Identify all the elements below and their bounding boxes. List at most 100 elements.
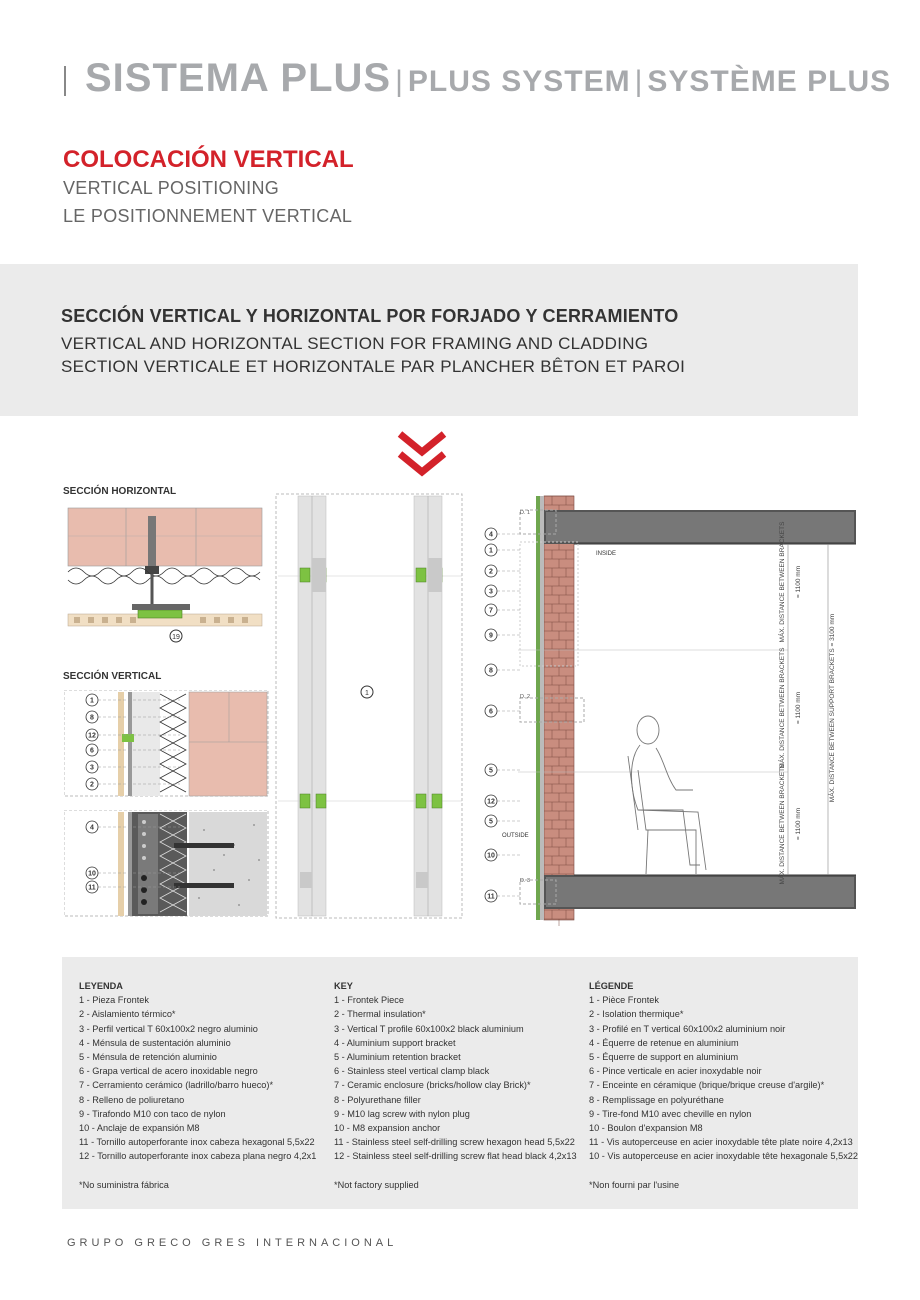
title-es: SISTEMA PLUS [85, 56, 392, 100]
dim-text-2b: = 1100 mm [795, 692, 802, 724]
dim-text-3a: MÁX. DISTANCE BETWEEN BRACKETS [777, 763, 786, 885]
chevron-down-icon [397, 431, 447, 477]
label-horizontal-section: SECCIÓN HORIZONTAL [63, 486, 177, 497]
legend-en-item: 2 - Thermal insulation* [334, 1009, 426, 1020]
legend-es-item: 9 - Tirafondo M10 con taco de nylon [79, 1108, 226, 1119]
callout-right: 5 [489, 768, 493, 775]
callout-right: 4 [489, 532, 493, 539]
callout-right: 3 [489, 589, 493, 596]
legend-es-item: 7 - Cerramiento cerámico (ladrillo/barro… [79, 1080, 274, 1091]
subtitle-fr: LE POSITIONNEMENT VERTICAL [63, 206, 353, 226]
legend-en-item: 5 - Aluminium retention bracket [334, 1052, 461, 1063]
dim-text-3b: = 1100 mm [795, 808, 802, 840]
legend-panel: LEYENDA 1 - Pieza Frontek 2 - Aislamiento… [62, 957, 858, 1209]
title-fr: SYSTÈME PLUS [647, 65, 892, 98]
callout-right: 1 [489, 548, 493, 555]
section-band [0, 264, 858, 416]
label-d2: D. 2 [520, 694, 530, 700]
callout-right: 11 [487, 894, 495, 901]
elevation-drawing: 1 [275, 493, 463, 919]
subtitle-es: COLOCACIÓN VERTICAL [63, 146, 354, 173]
horizontal-section-drawing: 19 [67, 507, 263, 643]
legend-fr-item: 7 - Enceinte en céramique (brique/brique… [589, 1080, 825, 1091]
callout-right: 12 [487, 799, 495, 806]
legend-es-item: 12 - Tornillo autoperforante inox cabeza… [79, 1151, 317, 1162]
callout-center: 1 [365, 690, 369, 697]
wall-section-drawing: INSIDE OUTSIDE D. 1 D. 2 D. 3 MÁX. DISTA… [502, 495, 856, 926]
legend-fr-note: *Non fourni par l'usine [589, 1179, 680, 1190]
legend-es-heading: LEYENDA [79, 981, 123, 991]
legend-es-item: 5 - Ménsula de retención aluminio [79, 1052, 217, 1063]
legend-es-item: 11 - Tornillo autoperforante inox cabeza… [79, 1137, 315, 1148]
section-title-es: SECCIÓN VERTICAL Y HORIZONTAL POR FORJAD… [61, 306, 679, 326]
legend-es-item: 3 - Perfil vertical T 60x100x2 negro alu… [79, 1023, 258, 1034]
label-vertical-section: SECCIÓN VERTICAL [63, 671, 162, 682]
vertical-section-upper-drawing [64, 690, 269, 797]
legend-fr-item: 6 - Pince verticale en acier inoxydable … [589, 1066, 762, 1077]
callout-right: 5 [489, 819, 493, 826]
legend-en-item: 11 - Stainless steel self-drilling screw… [334, 1137, 575, 1148]
legend-fr-heading: LÉGENDE [589, 981, 634, 991]
callout-19: 19 [172, 634, 180, 641]
legend-en-item: 10 - M8 expansion anchor [334, 1123, 441, 1134]
title-en: PLUS SYSTEM [407, 65, 631, 98]
callout-right: 7 [489, 608, 493, 615]
callout-vertical-upper: 3 [90, 765, 94, 772]
legend-fr-item: 2 - Isolation thermique* [589, 1009, 684, 1020]
legend-en: KEY 1 - Frontek Piece 2 - Thermal insulat… [334, 979, 577, 1192]
legend-en-item: 4 - Aluminium support bracket [334, 1037, 456, 1048]
legend-es-item: 8 - Relleno de poliuretano [79, 1094, 185, 1105]
callout-right: 8 [489, 668, 493, 675]
legend-es-item: 10 - Anclaje de expansión M8 [79, 1123, 200, 1134]
label-d1: D. 1 [520, 510, 530, 516]
legend-fr-item: 9 - Tire-fond M10 avec cheville en nylon [589, 1108, 752, 1119]
legend-en-item: 6 - Stainless steel vertical clamp black [334, 1066, 490, 1077]
legend-en-item: 1 - Frontek Piece [334, 995, 404, 1006]
callout-vertical-upper: 2 [90, 782, 94, 789]
legend-es: LEYENDA 1 - Pieza Frontek 2 - Aislamiento… [79, 979, 316, 1192]
vertical-section-lower-drawing [64, 810, 269, 917]
section-title-fr: SECTION VERTICALE ET HORIZONTALE PAR PLA… [61, 357, 686, 376]
legend-es-item: 4 - Ménsula de sustentación aluminio [79, 1037, 231, 1048]
legend-en-note: *Not factory supplied [334, 1179, 419, 1190]
callout-vertical-upper: 8 [90, 715, 94, 722]
title-divider [64, 66, 66, 96]
legend-fr-item: 10 - Boulon d'expansion M8 [589, 1123, 703, 1134]
dim-text-support: MÁX. DISTANCE BETWEEN SUPPORT BRACKETS =… [827, 614, 836, 802]
section-title-en: VERTICAL AND HORIZONTAL SECTION FOR FRAM… [61, 334, 649, 353]
legend-en-item: 12 - Stainless steel self-drilling screw… [334, 1151, 577, 1162]
label-outside: OUTSIDE [502, 833, 529, 839]
callout-vertical-lower: 11 [88, 885, 96, 892]
legend-fr-item: 1 - Pièce Frontek [589, 995, 659, 1006]
subtitle-en: VERTICAL POSITIONING [63, 178, 280, 198]
legend-es-item: 6 - Grapa vertical de acero inoxidable n… [79, 1066, 258, 1077]
label-inside: INSIDE [596, 551, 616, 557]
legend-en-item: 7 - Ceramic enclosure (bricks/hollow cla… [334, 1080, 531, 1091]
footer-brand: GRUPO GRECO GRES INTERNACIONAL [67, 1237, 398, 1249]
label-d3: D. 3 [520, 878, 530, 884]
legend-en-item: 9 - M10 lag screw with nylon plug [334, 1108, 470, 1119]
legend-fr-item: 5 - Équerre de support en aluminium [589, 1052, 739, 1063]
legend-en-item: 8 - Polyurethane filler [334, 1094, 421, 1105]
legend-fr-item: 10 - Vis autoperceuse en acier inoxydabl… [589, 1151, 859, 1162]
legend-fr-item: 8 - Remplissage en polyuréthane [589, 1094, 724, 1105]
legend-es-item: 1 - Pieza Frontek [79, 995, 149, 1006]
callout-vertical-upper: 6 [90, 748, 94, 755]
legend-en-heading: KEY [334, 981, 353, 991]
callout-vertical-upper: 12 [88, 733, 96, 740]
legend-en-item: 3 - Vertical T profile 60x100x2 black al… [334, 1023, 524, 1034]
dim-text-1a: MÁX. DISTANCE BETWEEN BRACKETS [777, 521, 786, 643]
legend-fr-item: 11 - Vis autoperceuse en acier inoxydabl… [589, 1137, 853, 1148]
legend-fr: LÉGENDE 1 - Pièce Frontek 2 - Isolation t… [589, 979, 858, 1192]
dim-text-2a: MÁX. DISTANCE BETWEEN BRACKETS [777, 647, 786, 769]
callout-vertical-upper: 1 [90, 698, 94, 705]
callout-right: 9 [489, 633, 493, 640]
callout-right: 6 [489, 709, 493, 716]
dim-text-1b: = 1100 mm [795, 566, 802, 598]
page-title: SISTEMA PLUS|PLUS SYSTEM|SYSTÈME PLUS [85, 56, 892, 100]
legend-es-item: 2 - Aislamiento térmico* [79, 1009, 176, 1020]
callout-right: 10 [487, 853, 495, 860]
legend-es-note: *No suministra fábrica [79, 1179, 169, 1190]
callout-right: 2 [489, 569, 493, 576]
